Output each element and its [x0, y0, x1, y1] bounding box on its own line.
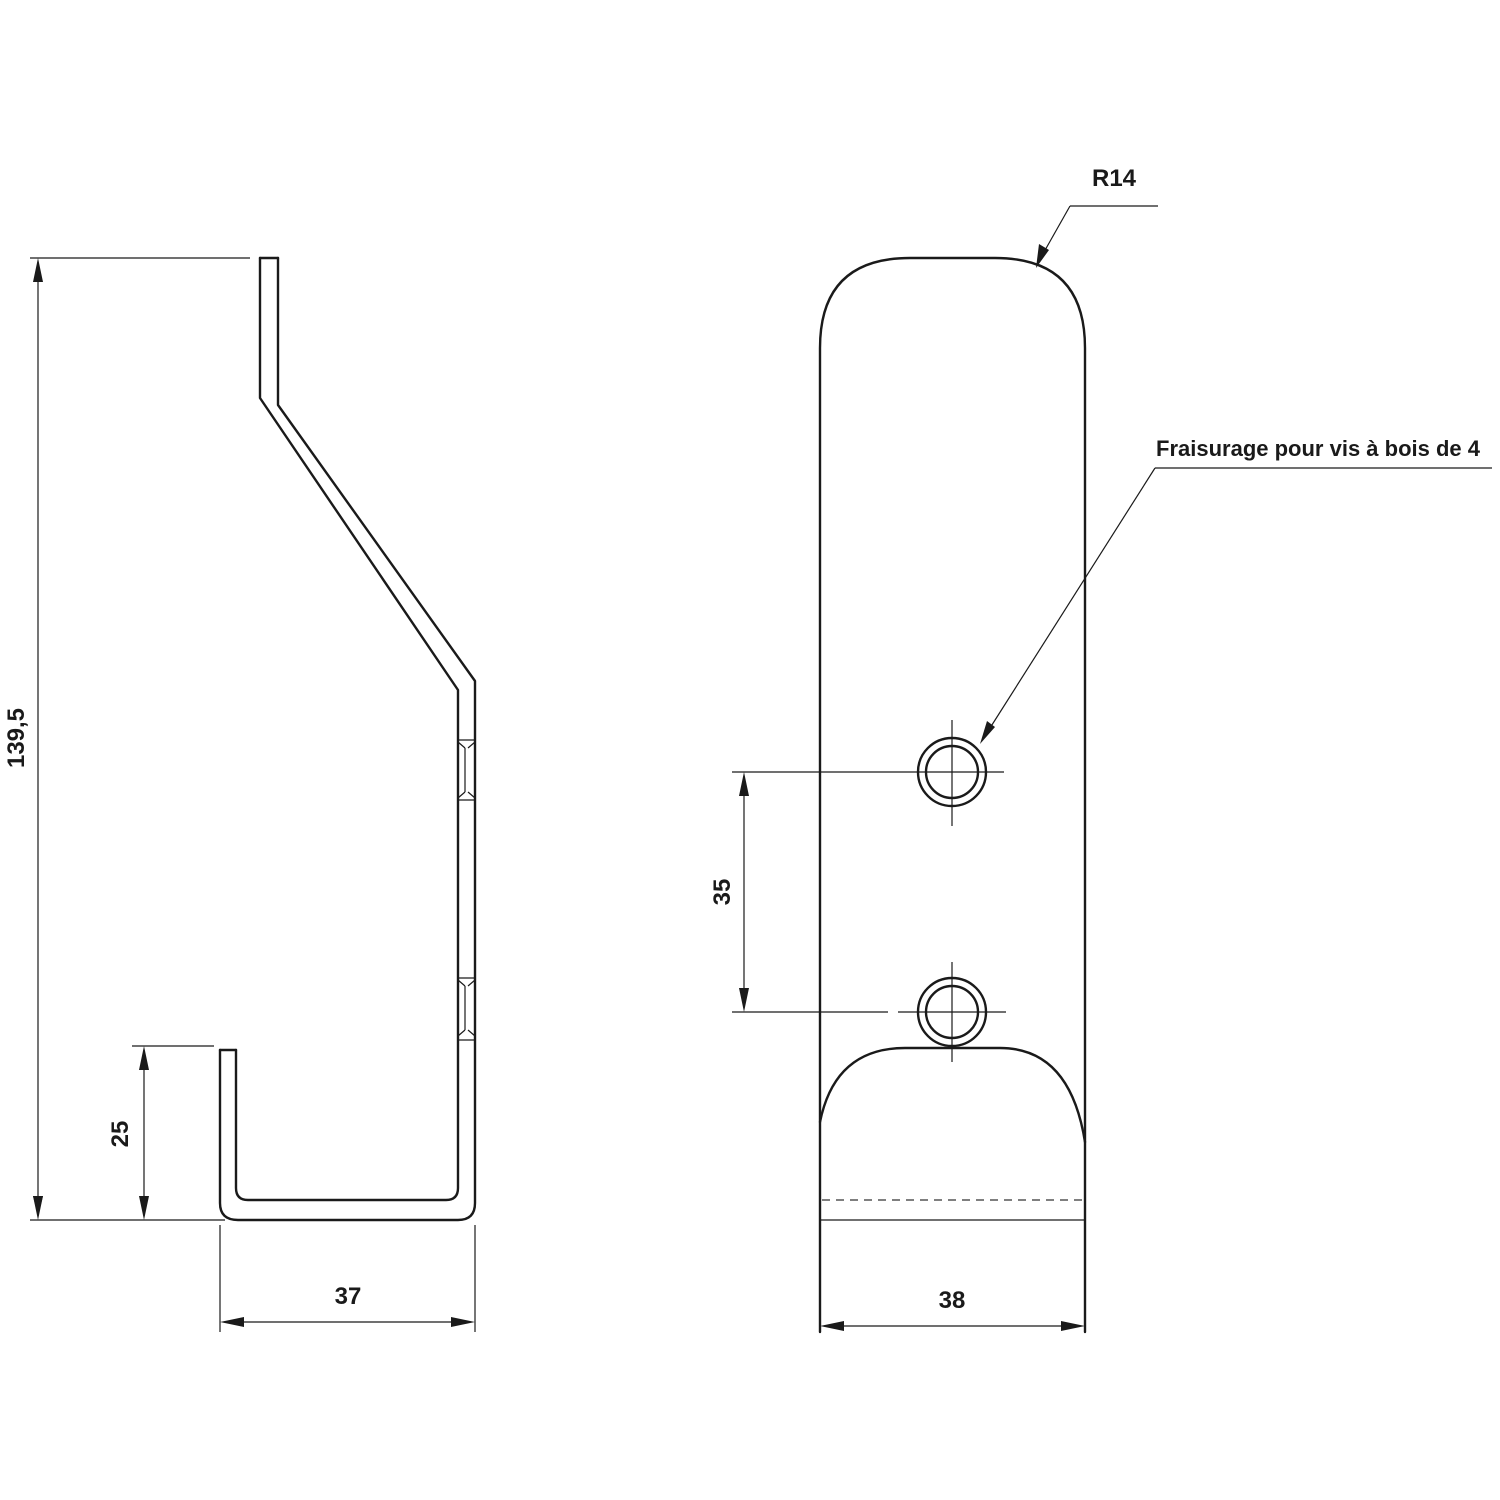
radius-callout: R14 — [1036, 165, 1158, 268]
radius-callout-label: R14 — [1092, 165, 1137, 192]
side-profile-inner — [218, 256, 477, 1222]
front-hook-arch — [818, 1046, 1087, 1144]
dimension-hook-height-label: 25 — [107, 1121, 134, 1148]
dimension-width: 38 — [820, 1287, 1085, 1331]
front-view: 35 38 R14 Fraisurage pour vis à bois de … — [709, 165, 1492, 1334]
side-profile-outer — [234, 256, 460, 1202]
dimension-hole-spacing: 35 — [709, 771, 895, 1013]
dimension-depth-label: 37 — [335, 1283, 362, 1310]
side-view: 139,5 25 37 — [3, 256, 477, 1332]
upper-countersink-hole — [895, 720, 1004, 826]
side-countersink-lower — [457, 977, 476, 1041]
dimension-width-label: 38 — [939, 1287, 966, 1314]
countersink-note: Fraisurage pour vis à bois de 4 — [980, 436, 1492, 744]
side-countersink-upper — [457, 739, 476, 801]
dimension-hook-height: 25 — [107, 1045, 214, 1220]
countersink-note-text: Fraisurage pour vis à bois de 4 — [1156, 436, 1481, 461]
lower-countersink-hole — [898, 962, 1006, 1062]
dimension-overall-height: 139,5 — [3, 257, 250, 1221]
dimension-hole-spacing-label: 35 — [709, 879, 736, 906]
front-outline — [818, 256, 1087, 1334]
dimension-depth: 37 — [219, 1225, 476, 1332]
dimension-overall-height-label: 139,5 — [3, 708, 30, 768]
